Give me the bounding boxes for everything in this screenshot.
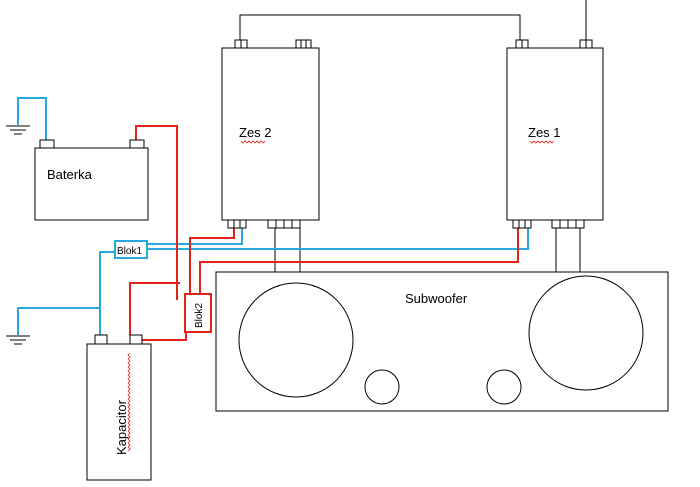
capacitor: Kapacitor: [86, 334, 152, 481]
capacitor-positive-terminal: [129, 334, 143, 345]
ground-symbol-capacitor: [6, 335, 30, 345]
capacitor-negative-terminal: [94, 334, 108, 345]
subwoofer-port-right: [486, 369, 522, 405]
battery-positive-terminal: [129, 139, 145, 149]
subwoofer-speaker-left: [238, 282, 354, 398]
distribution-block-1: Blok1: [114, 240, 148, 259]
subwoofer: Subwoofer: [215, 271, 669, 412]
distribution-block-2: Blok2: [184, 293, 212, 333]
capacitor-label: Kapacitor: [114, 399, 129, 455]
battery-negative-terminal: [39, 139, 55, 149]
amplifier-zes-2-label: Zes 2: [239, 125, 272, 140]
subwoofer-speaker-right: [528, 275, 644, 391]
amplifier-zes-1: Zes 1: [506, 39, 604, 229]
subwoofer-label: Subwoofer: [405, 291, 468, 306]
block-2-label: Blok2: [194, 303, 205, 328]
ground-symbol-battery: [6, 125, 30, 135]
battery: Baterka: [34, 139, 149, 221]
amplifier-zes-1-label: Zes 1: [528, 125, 561, 140]
power-wires: [129, 125, 519, 341]
block-1-label: Blok1: [117, 246, 142, 257]
subwoofer-port-left: [364, 369, 400, 405]
ground-wires: [17, 97, 529, 335]
signal-wires: [239, 0, 587, 272]
amplifier-zes-2: Zes 2: [221, 39, 320, 229]
battery-label: Baterka: [47, 167, 93, 182]
